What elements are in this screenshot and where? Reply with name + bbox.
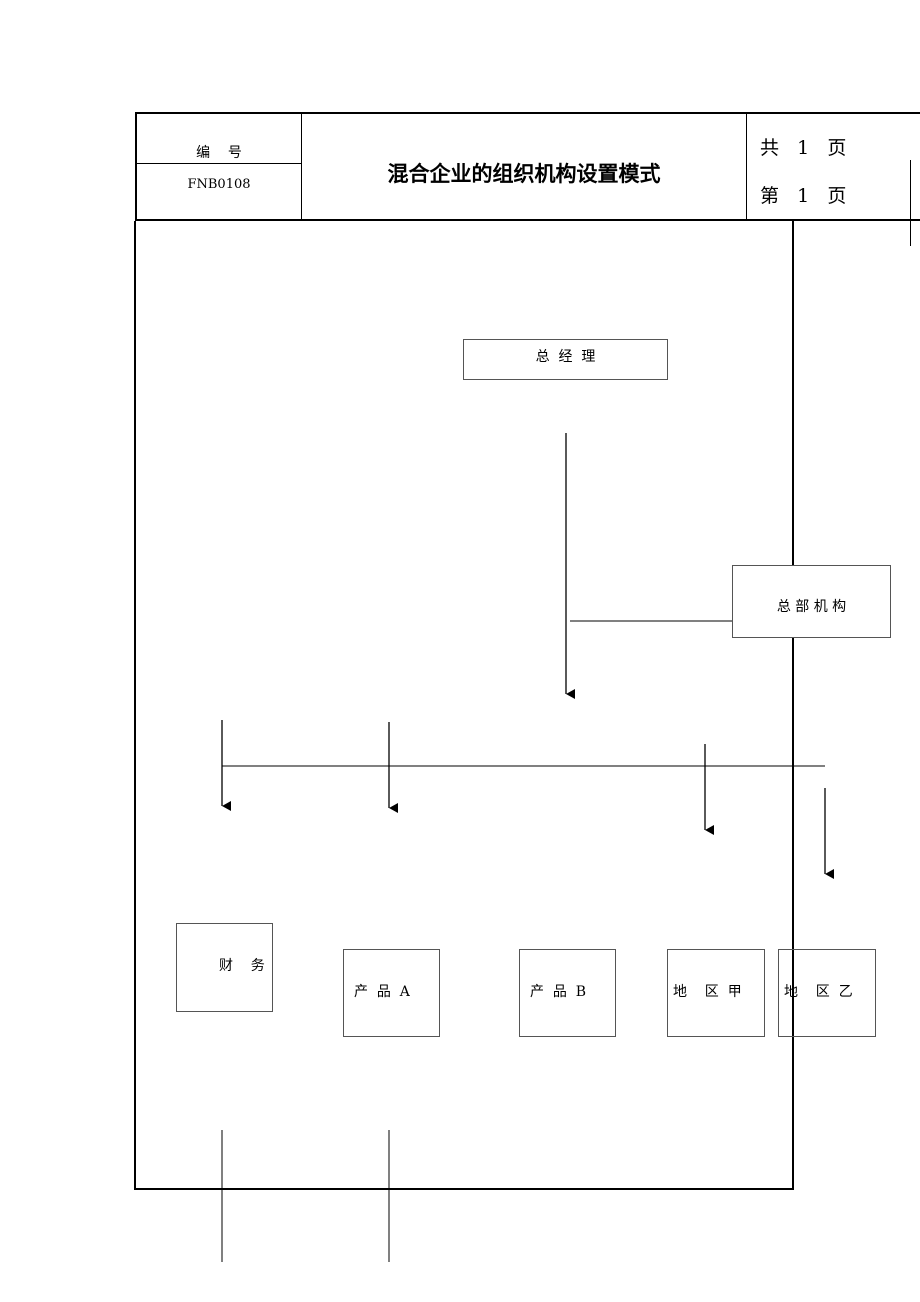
unit-box-product-a: 产 品 A <box>343 949 440 1037</box>
document-header <box>135 112 920 221</box>
total-pages: 共 1 页 <box>760 137 847 159</box>
unit-label: 财 务 <box>219 958 265 974</box>
unit-label: 产 品 B <box>530 984 587 1000</box>
unit-box-region-b: 地 区 乙 <box>778 949 876 1037</box>
headquarters-label: 总 部 机 构 <box>776 599 847 615</box>
content-frame <box>134 221 794 1190</box>
general-manager-label: 总 经 理 <box>535 349 596 365</box>
unit-label: 地 区 乙 <box>784 984 853 1000</box>
margin-line <box>910 160 911 246</box>
unit-label: 地 区 甲 <box>673 984 742 1000</box>
header-divider <box>746 112 747 221</box>
unit-label: 产 品 A <box>354 984 410 1000</box>
unit-box-product-b: 产 品 B <box>519 949 616 1037</box>
document-title: 混合企业的组织机构设置模式 <box>387 162 661 186</box>
header-divider <box>301 112 302 221</box>
page-number: 第 1 页 <box>760 185 847 207</box>
general-manager-box: 总 经 理 <box>463 339 668 380</box>
code-label: 编 号 <box>196 145 242 161</box>
code-value: FNB0108 <box>187 177 251 192</box>
header-divider <box>136 163 301 164</box>
unit-box-region-a: 地 区 甲 <box>667 949 765 1037</box>
headquarters-box: 总 部 机 构 <box>732 565 891 638</box>
unit-box-finance: 财 务 <box>176 923 273 1012</box>
